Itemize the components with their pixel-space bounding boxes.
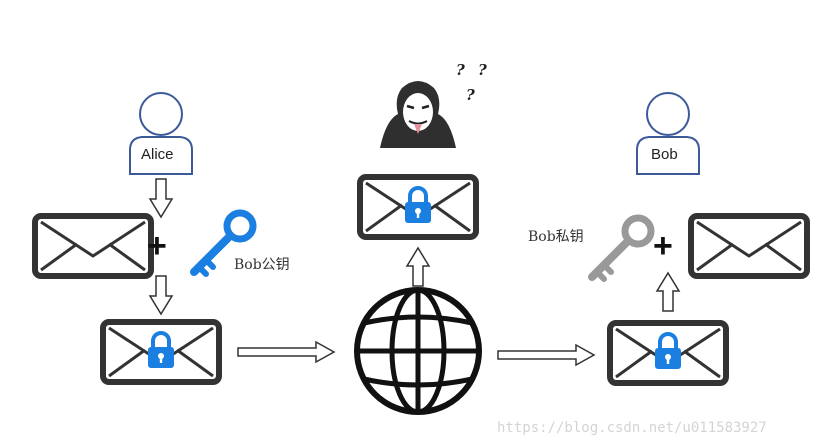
plus-sign: + — [653, 227, 673, 265]
arrow-up-icon — [406, 247, 430, 287]
bob-label: Bob — [651, 146, 678, 163]
arrow-down-icon — [149, 275, 173, 315]
arrow-up-icon — [656, 272, 680, 312]
alice-label: Alice — [141, 146, 174, 163]
encrypted-envelope-icon — [610, 323, 726, 383]
public-key-label: Bob公钥 — [234, 257, 290, 273]
intercepted-envelope-icon — [360, 177, 476, 237]
globe-icon — [354, 287, 482, 415]
arrow-right-icon — [237, 341, 335, 363]
hacker-icon — [380, 81, 456, 148]
envelope-icon — [35, 216, 151, 276]
private-key-label: Bob私钥 — [528, 229, 584, 245]
plus-sign: + — [147, 227, 167, 265]
arrow-right-icon — [497, 344, 595, 366]
arrow-down-icon — [149, 178, 173, 218]
decrypted-envelope-icon — [691, 216, 807, 276]
encrypted-envelope-icon — [103, 322, 219, 382]
question-mark: ? — [466, 86, 475, 104]
question-mark: ? — [456, 61, 465, 79]
question-mark: ? — [478, 61, 487, 79]
watermark: https://blog.csdn.net/u011583927 — [497, 420, 767, 436]
private-key-icon — [592, 218, 651, 279]
